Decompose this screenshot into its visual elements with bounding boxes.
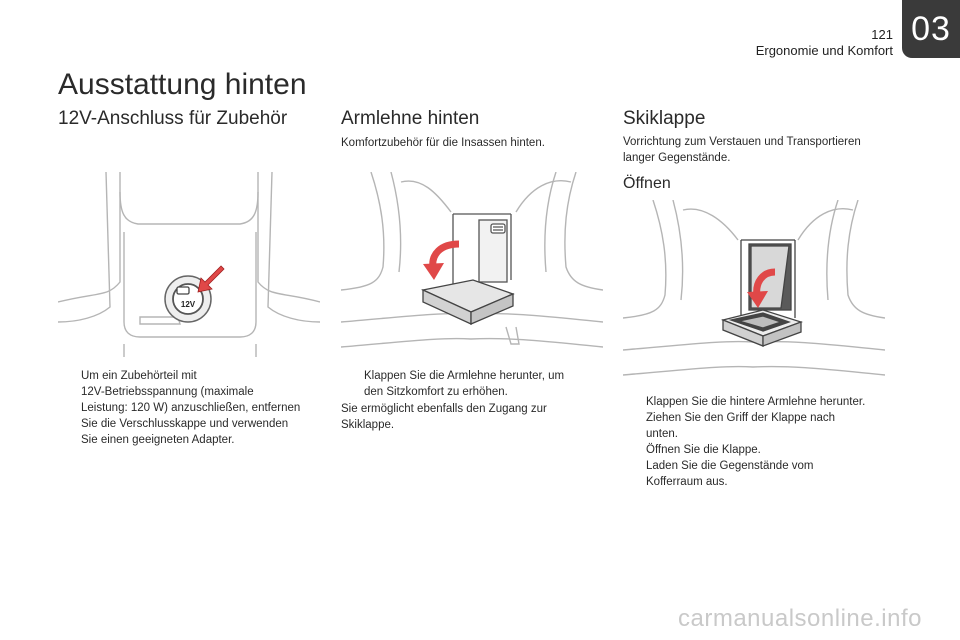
ski-hatch-illustration (623, 200, 885, 385)
col2-bullets: Klappen Sie die Armlehne herunter, um de… (341, 368, 603, 400)
col3-title: Skiklappe (623, 108, 706, 129)
list-item: Klappen Sie die hintere Armlehne herunte… (646, 396, 866, 408)
col3-bullets: Klappen Sie die hintere Armlehne herunte… (623, 394, 893, 490)
armrest-shape (420, 279, 515, 326)
page-title: Ausstattung hinten (58, 68, 307, 101)
col2-note: Sie ermöglicht ebenfalls den Zugang zur … (341, 403, 547, 431)
socket-label: 12V (181, 300, 196, 309)
col3-subtitle: Öffnen (623, 175, 671, 192)
list-item: Ziehen Sie den Griff der Klappe nach unt… (646, 412, 836, 440)
list-item: Klappen Sie die Armlehne herunter, um de… (364, 370, 565, 398)
page-number: 121 (871, 27, 893, 42)
col2-intro: Komfortzubehör für die Insassen hinten. (341, 137, 545, 149)
list-item: Um ein Zubehörteil mit 12V-Betriebsspann… (81, 370, 301, 446)
col1-bullets: Um ein Zubehörteil mit 12V-Betriebsspann… (58, 368, 328, 448)
col2-title: Armlehne hinten (341, 108, 480, 129)
power-socket-illustration: 12V (58, 172, 320, 357)
list-item: Öffnen Sie die Klappe. (646, 444, 761, 456)
list-item: Laden Sie die Gegenstände vom Kofferraum… (646, 460, 814, 488)
red-curved-arrow-icon (423, 240, 460, 280)
red-arrow-icon (197, 265, 225, 293)
power-socket-drawing: 12V (58, 172, 320, 357)
col1-title: 12V-Anschluss für Zubehör (58, 108, 288, 129)
section-title: Ergonomie und Komfort (755, 43, 893, 58)
watermark: carmanualsonline.info (678, 605, 922, 632)
armrest-illustration (341, 172, 603, 357)
chapter-tab: 03 (902, 0, 960, 58)
ski-hatch-drawing (623, 200, 885, 376)
col3-intro: Vorrichtung zum Verstauen und Transporti… (623, 136, 861, 164)
armrest-drawing (341, 172, 603, 348)
red-curved-arrow-icon (747, 268, 776, 308)
